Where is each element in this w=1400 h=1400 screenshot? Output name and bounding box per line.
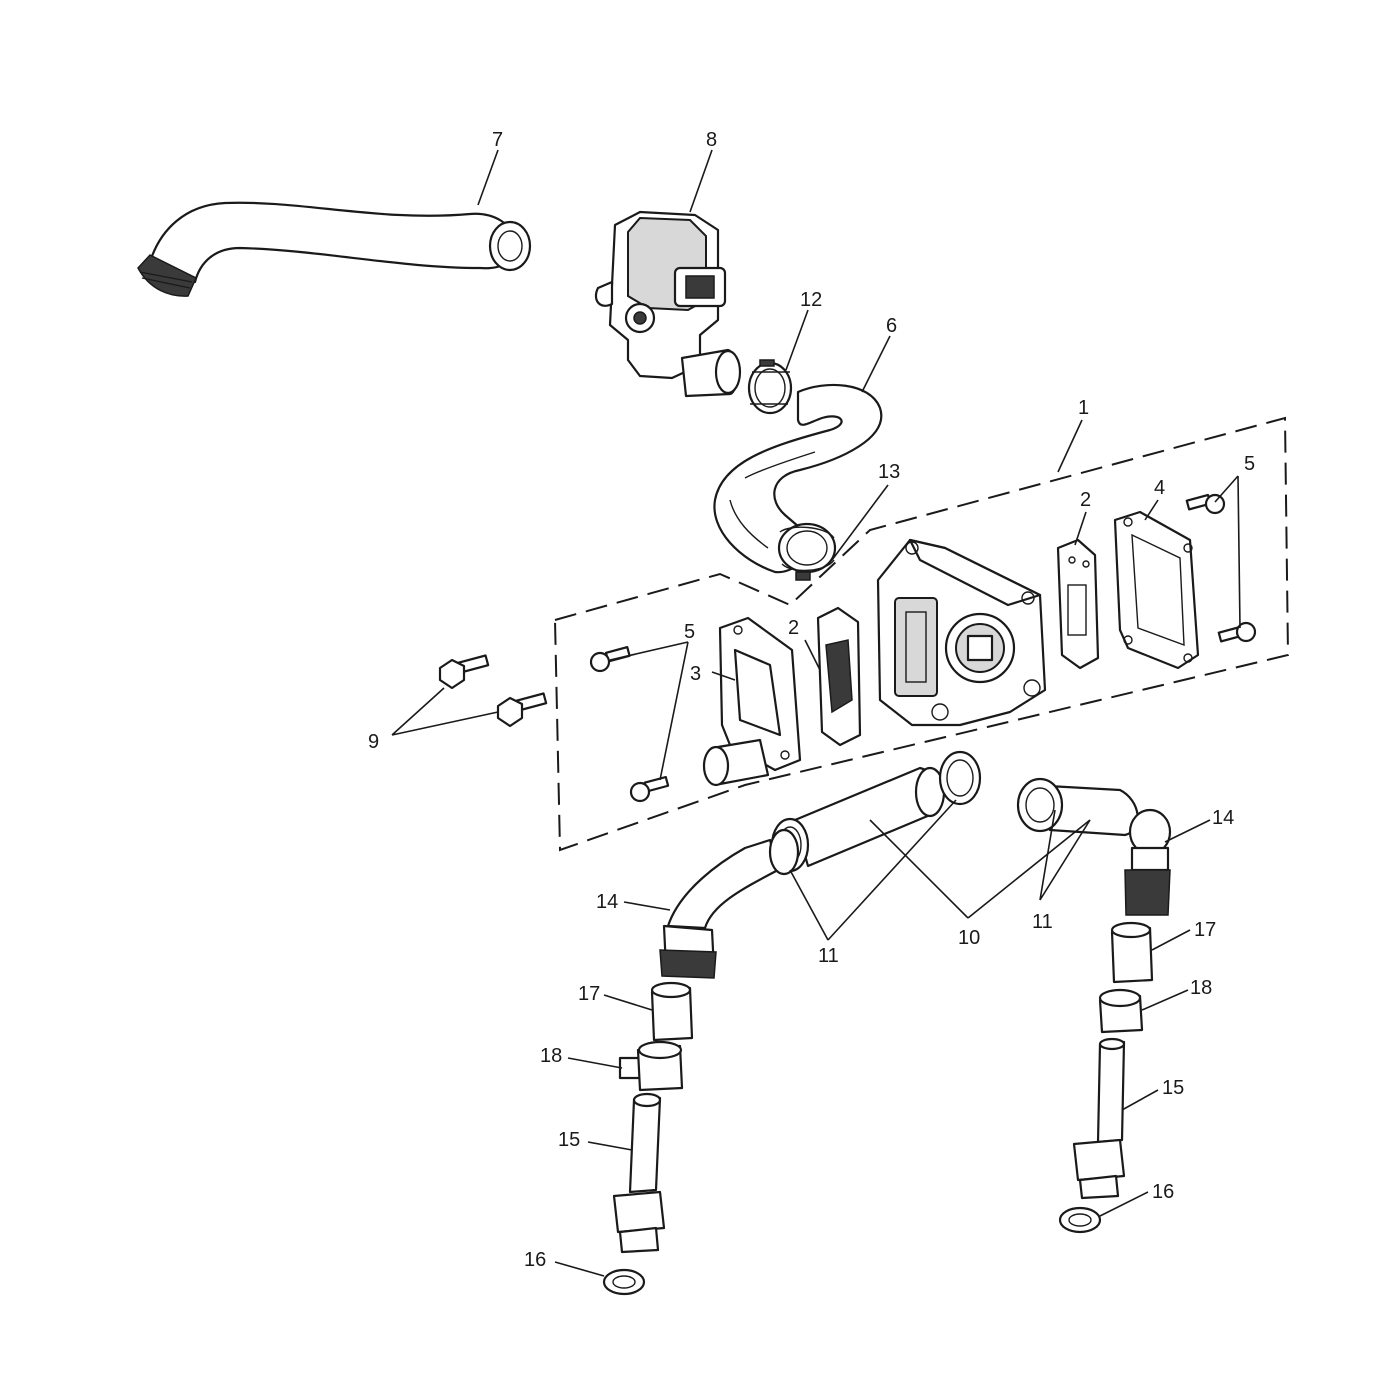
part-18-clamp-right — [1098, 988, 1144, 1034]
part-5-bolts — [589, 493, 1257, 803]
callout-10: 10 — [958, 927, 980, 949]
part-7-air-hose — [137, 201, 532, 297]
part-16-ring-left — [602, 1268, 646, 1296]
part-6-hose — [713, 383, 883, 574]
callout-16-left: 16 — [524, 1249, 546, 1271]
callout-13: 13 — [878, 461, 900, 483]
callout-17-right: 17 — [1194, 919, 1216, 941]
bolt-left-bottom — [629, 775, 670, 803]
callout-14-right: 14 — [1212, 807, 1234, 829]
callout-3: 3 — [690, 663, 701, 685]
part-14-tube-right — [1124, 808, 1172, 916]
part-2-reed-right — [1056, 538, 1100, 670]
part-10-pipe-left — [770, 750, 982, 873]
part-11-clamps — [768, 828, 800, 876]
bolt-right-bottom — [1217, 621, 1257, 643]
callout-5-right: 5 — [1244, 453, 1255, 475]
callout-12: 12 — [800, 289, 822, 311]
part-18-clamp-left — [618, 1040, 684, 1092]
callout-9: 9 — [368, 731, 379, 753]
part-9-bolts — [438, 654, 548, 728]
callout-17-left: 17 — [578, 983, 600, 1005]
valve-housing — [876, 538, 1047, 727]
part-16-ring-right — [1058, 1206, 1102, 1234]
callout-4: 4 — [1154, 477, 1165, 499]
bolt-left-top — [589, 645, 631, 673]
part-15-pipe-right — [1072, 1037, 1126, 1200]
part-10-pipe-right — [1016, 777, 1139, 837]
part-12-clamp — [747, 359, 793, 415]
callout-11-right: 11 — [1032, 911, 1053, 933]
part-2-reed-left — [816, 606, 862, 747]
callout-11-left: 11 — [818, 945, 839, 967]
callout-18-left: 18 — [540, 1045, 562, 1067]
part-4-gasket — [1113, 510, 1200, 670]
bolt-9-bottom — [496, 692, 548, 728]
callout-labels: 7 8 12 6 1 13 5 2 4 5 2 3 9 14 14 11 10 … — [368, 129, 1255, 1271]
callout-8: 8 — [706, 129, 717, 151]
callout-16-right: 16 — [1152, 1181, 1174, 1203]
part-3-cover — [702, 616, 802, 787]
bolt-right-top — [1185, 493, 1226, 515]
part-8-valve — [594, 210, 742, 398]
callout-6: 6 — [886, 315, 897, 337]
callout-2-right: 2 — [1080, 489, 1091, 511]
callout-15-left: 15 — [558, 1129, 580, 1151]
part-13-clamp — [777, 522, 837, 581]
callout-14-left: 14 — [596, 891, 618, 913]
part-15-pipe-left — [612, 1092, 666, 1254]
leader-lines — [391, 149, 1241, 1277]
callout-18-right: 18 — [1190, 977, 1212, 999]
part-14-tube-left — [659, 838, 780, 979]
callout-5-left: 5 — [684, 621, 695, 643]
callout-2-left: 2 — [788, 617, 799, 639]
callout-1: 1 — [1078, 397, 1089, 419]
part-17-sleeve-left — [650, 981, 694, 1042]
part-17-sleeve-right — [1110, 921, 1154, 984]
bolt-9-top — [438, 654, 490, 690]
callout-15-right: 15 — [1162, 1077, 1184, 1099]
callout-7: 7 — [492, 129, 503, 151]
assembly-1-boundary — [553, 416, 1290, 852]
